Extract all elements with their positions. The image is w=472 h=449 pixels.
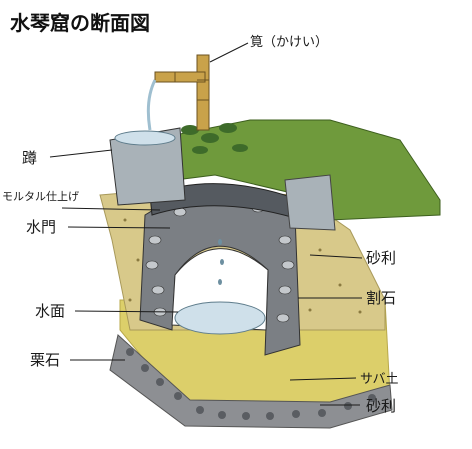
label-suimon: 水門 <box>26 218 56 236</box>
bamboo-kakei <box>154 54 210 131</box>
leader-lines <box>49 42 363 406</box>
water-pool <box>174 301 266 335</box>
label-jari-lower: 砂利 <box>366 397 396 415</box>
label-tsukubai: 蹲 <box>22 149 37 167</box>
diagram-title: 水琴窟の断面図 <box>10 11 150 35</box>
edge-stone <box>284 174 336 231</box>
plants <box>181 123 248 154</box>
label-kakei: 筧（かけい） <box>250 34 328 50</box>
basin-water <box>114 130 176 146</box>
label-kuriishi: 栗石 <box>30 351 60 369</box>
label-sabatsuchi: サバ土 <box>360 372 398 387</box>
water-droplets <box>218 239 224 285</box>
label-mortar: モルタル仕上げ <box>2 190 79 203</box>
label-suimen: 水面 <box>35 302 65 320</box>
water-stream <box>146 79 157 131</box>
label-jari-upper: 砂利 <box>366 249 396 267</box>
label-wariishi: 割石 <box>366 289 396 307</box>
gravel-stones <box>126 348 376 420</box>
